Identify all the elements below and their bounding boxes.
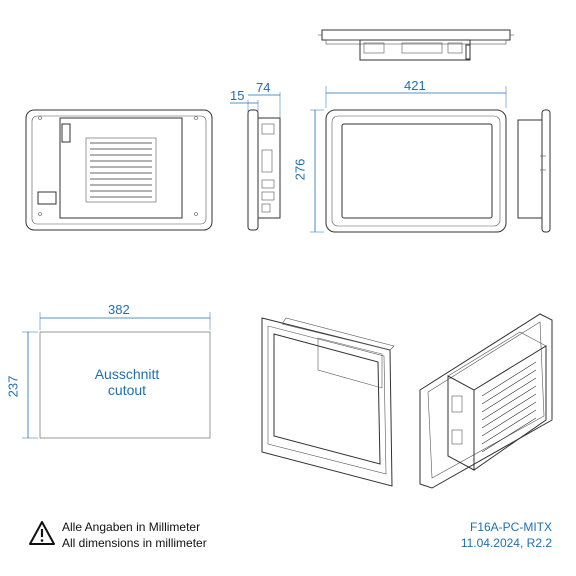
- dim-276: 276: [292, 158, 308, 181]
- note-en: All dimensions in millimeter: [62, 536, 207, 550]
- note-de: Alle Angaben in Millimeter: [62, 520, 201, 534]
- top-view: [318, 29, 514, 61]
- isometric-rear-view: [419, 313, 553, 489]
- cutout-dimensions: [22, 312, 211, 439]
- side-view: [247, 109, 281, 231]
- dim-382: 382: [108, 302, 130, 317]
- doc-date-revision: 11.04.2024, R2.2: [460, 536, 552, 550]
- cutout-outline: [39, 331, 211, 439]
- front-view: [325, 109, 507, 233]
- rear-iso-vent: [481, 361, 537, 453]
- dim-74: 74: [256, 80, 271, 95]
- cutout-label: Ausschnitt cutout: [44, 366, 210, 398]
- cutout-label-de: Ausschnitt: [94, 366, 160, 382]
- cutout-label-en: cutout: [107, 382, 147, 398]
- narrow-side-view: [517, 109, 551, 233]
- rear-view: [25, 109, 213, 231]
- doc-model: F16A-PC-MITX: [469, 520, 552, 534]
- rear-vent-grid: [90, 142, 152, 198]
- dim-237: 237: [5, 375, 21, 398]
- isometric-front-view: [261, 317, 395, 487]
- front-dimensions: [310, 86, 507, 233]
- dim-15: 15: [230, 88, 245, 103]
- side-dimensions: [230, 92, 281, 118]
- dim-421: 421: [404, 78, 426, 93]
- warning-triangle-icon: [29, 521, 55, 545]
